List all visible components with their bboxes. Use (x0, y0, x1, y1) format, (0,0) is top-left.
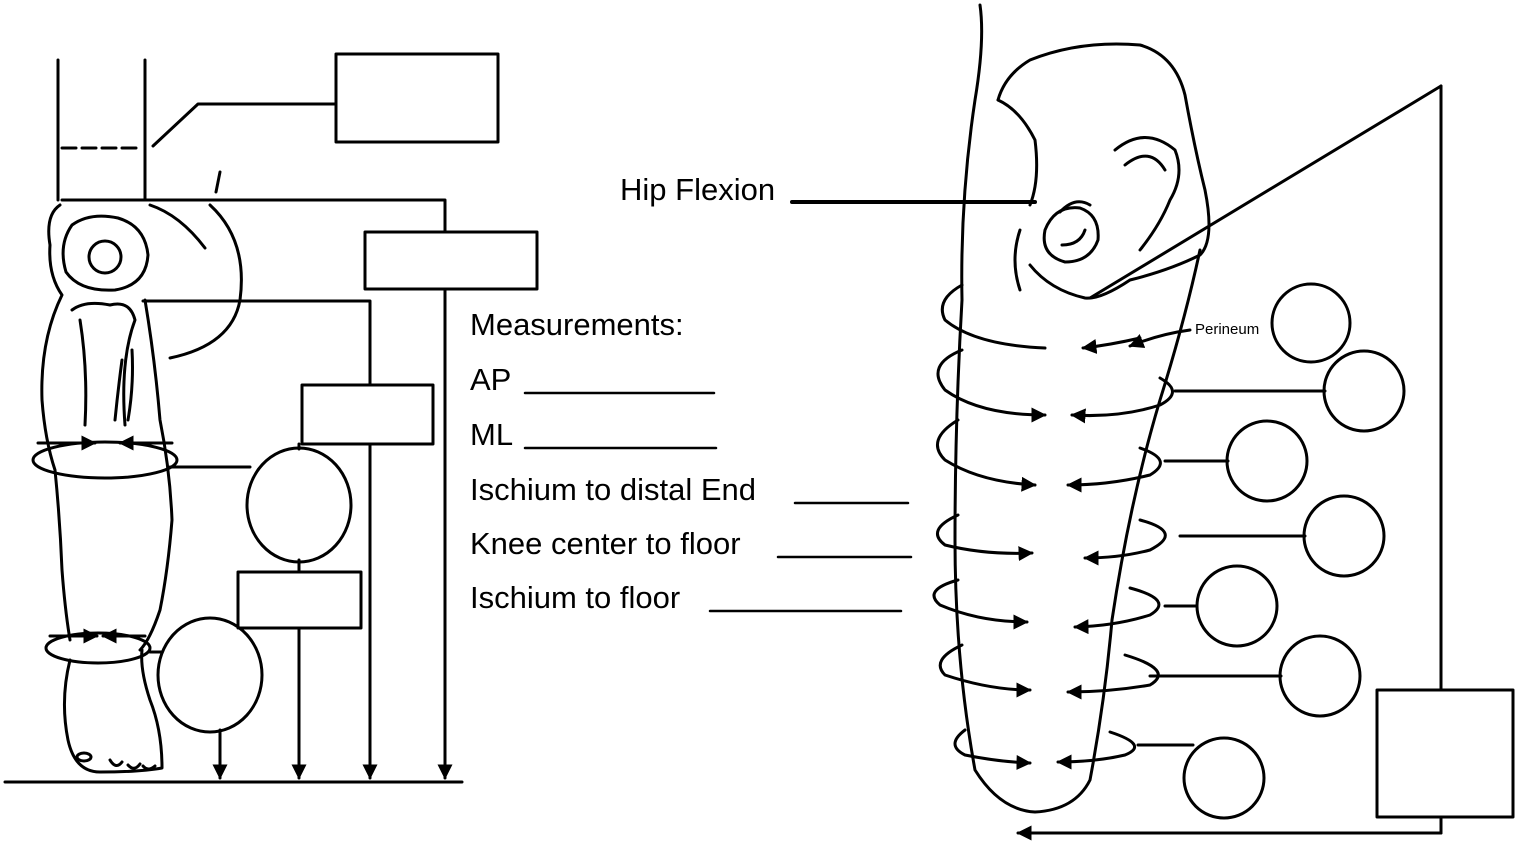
circle-r5 (1197, 566, 1277, 646)
box-middle (302, 385, 433, 444)
measurement-ischium-distal-label: Ischium to distal End (470, 474, 756, 505)
right-connectors (1130, 330, 1325, 745)
limb-front-view (955, 5, 1441, 833)
measurements-title: Measurements: (470, 309, 684, 340)
measurement-ischium-floor-label: Ischium to floor (470, 582, 680, 613)
circle-r6 (1280, 636, 1360, 716)
box-top (336, 54, 498, 142)
circumference-rings (934, 285, 1173, 763)
circle-r2 (1324, 351, 1404, 431)
hip-flexion-label: Hip Flexion (620, 174, 775, 205)
circle-r4 (1304, 496, 1384, 576)
box-right (1377, 690, 1513, 817)
box-lower (238, 572, 361, 628)
measurement-ml-label: ML (470, 419, 513, 450)
measurement-knee-floor-label: Knee center to floor (470, 528, 741, 559)
circle-r1 (1272, 284, 1350, 362)
perineum-label: Perineum (1195, 322, 1259, 337)
measurement-ap-label: AP (470, 364, 511, 395)
leg-side-view (5, 60, 462, 782)
circle-r7 (1184, 738, 1264, 818)
circle-r3 (1227, 421, 1307, 501)
box-upper (365, 232, 537, 289)
circle-ankle (158, 618, 262, 732)
circle-knee (247, 448, 351, 562)
